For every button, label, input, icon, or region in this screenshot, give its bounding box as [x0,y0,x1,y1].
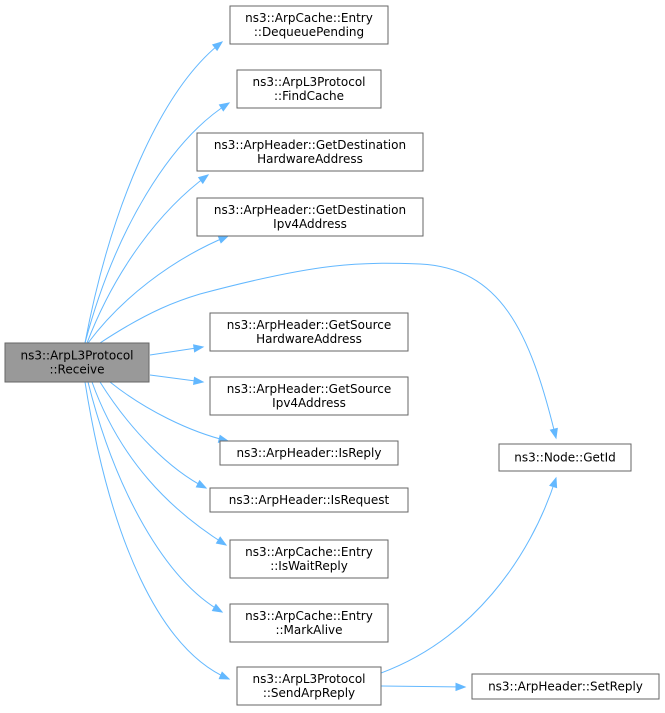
node-box [209,376,409,416]
node-box [219,440,399,466]
edge-line [84,102,230,344]
node-label: ns3::ArpHeader::GetDestination [214,138,406,152]
arrowhead [218,102,231,112]
node-label: HardwareAddress [257,152,363,166]
node-box [498,443,632,472]
edge-line [380,477,557,674]
node-label: ::DequeuePending [254,25,364,39]
edge-receive-to-dequeue [84,41,224,344]
edge-receive-to-getdesthw [86,174,210,344]
node-getid[interactable]: ns3::Node::GetId [498,443,632,472]
node-box [236,666,382,706]
edge-line [87,381,223,613]
arrowhead [549,427,558,440]
nodes-layer: ns3::ArpL3Protocol::Receivens3::ArpCache… [4,5,660,706]
node-isrequest[interactable]: ns3::ArpHeader::IsRequest [209,487,409,513]
node-label: ns3::ArpHeader::IsRequest [229,493,390,507]
node-label: ns3::ArpHeader::GetDestination [214,203,406,217]
edges-layer [84,41,558,692]
node-label: ns3::ArpCache::Entry [245,609,373,623]
edge-line [109,381,229,442]
edge-line [86,174,209,344]
edge-line [84,41,223,344]
edge-receive-to-iswaitreply [91,381,228,546]
edge-receive-to-getid [99,262,558,440]
edge-receive-to-getdestip [87,235,230,344]
node-label: ns3::ArpL3Protocol [252,75,365,89]
node-receive[interactable]: ns3::ArpL3Protocol::Receive [4,342,150,383]
node-isreply[interactable]: ns3::ArpHeader::IsReply [219,440,399,466]
node-label: ns3::ArpL3Protocol [252,672,365,686]
arrowhead [195,479,208,489]
node-label: HardwareAddress [256,332,362,346]
node-box [471,673,660,700]
arrowhead [218,671,231,680]
node-box [236,69,382,109]
edge-receive-to-getsrcip [149,374,205,385]
node-label: ns3::ArpHeader::GetSource [227,382,392,396]
node-label: ::Receive [49,363,104,377]
node-box [229,603,389,643]
edge-line [87,235,229,344]
node-sendarpreply[interactable]: ns3::ArpL3Protocol::SendArpReply [236,666,382,706]
node-box [196,132,424,172]
arrowhead [193,376,205,385]
node-setreply[interactable]: ns3::ArpHeader::SetReply [471,673,660,700]
edge-line [84,381,230,680]
node-box [229,539,389,579]
node-label: ns3::ArpL3Protocol [20,349,133,363]
arrowhead [193,344,205,353]
node-label: ::SendArpReply [263,686,355,700]
node-label: ns3::ArpCache::Entry [245,11,373,25]
node-getdesthw[interactable]: ns3::ArpHeader::GetDestinationHardwareAd… [196,132,424,172]
node-markalive[interactable]: ns3::ArpCache::Entry::MarkAlive [229,603,389,643]
edge-receive-to-findcache [84,102,231,344]
arrowhead [549,476,558,489]
node-box [4,342,150,383]
edge-line [91,381,227,546]
node-dequeue[interactable]: ns3::ArpCache::Entry::DequeuePending [229,5,389,45]
edge-receive-to-getsrchw [149,344,205,356]
edge-receive-to-markalive [87,381,224,613]
edge-receive-to-isrequest [99,381,208,489]
edge-sendarpreply-to-getid [380,476,558,674]
edge-line [99,381,207,489]
node-label: ::MarkAlive [275,623,342,637]
arrowhead [211,603,224,613]
edge-line [380,685,466,688]
edge-sendarpreply-to-setreply [380,682,467,692]
node-label: Ipv4Address [273,217,347,231]
arrowhead [215,536,228,546]
edge-receive-to-sendarpreply [84,381,231,680]
node-label: ns3::ArpHeader::IsReply [237,446,382,460]
edge-line [99,262,557,439]
node-label: ns3::ArpCache::Entry [245,545,373,559]
node-label: ns3::ArpHeader::SetReply [488,680,643,694]
node-findcache[interactable]: ns3::ArpL3Protocol::FindCache [236,69,382,109]
node-label: ::IsWaitReply [270,559,348,573]
node-iswaitreply[interactable]: ns3::ArpCache::Entry::IsWaitReply [229,539,389,579]
arrowhead [197,174,210,185]
arrowhead [455,682,467,692]
node-label: ns3::Node::GetId [514,451,616,465]
node-box [209,312,409,352]
node-label: Ipv4Address [272,396,346,410]
arrowhead [217,235,230,244]
arrowhead [211,41,224,52]
node-box [196,197,424,237]
node-getdestip[interactable]: ns3::ArpHeader::GetDestinationIpv4Addres… [196,197,424,237]
node-box [209,487,409,513]
node-label: ns3::ArpHeader::GetSource [227,318,392,332]
node-box [229,5,389,45]
node-label: ::FindCache [274,89,344,103]
